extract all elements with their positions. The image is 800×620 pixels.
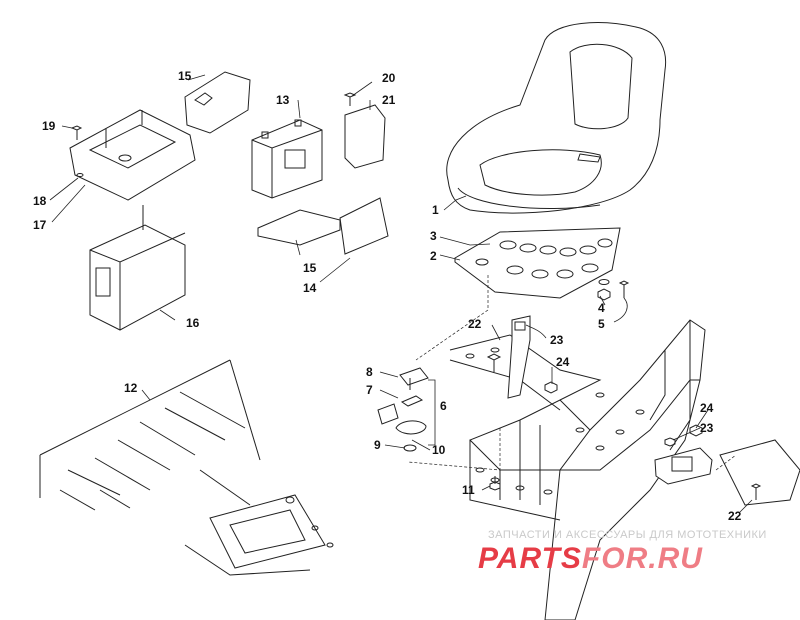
latch-assembly [377, 367, 429, 452]
callout-15-top: 15 [178, 69, 192, 83]
callout-16: 16 [186, 316, 200, 330]
battery-box-16 [89, 205, 186, 331]
watermark-logo-right: FOR.RU [582, 542, 703, 575]
callout-10: 10 [432, 443, 446, 457]
callout-7: 7 [366, 383, 373, 397]
callout-22-left: 22 [468, 317, 482, 331]
callout-14: 14 [303, 281, 317, 295]
pad-15-bottom [257, 209, 341, 246]
callout-19: 19 [42, 119, 56, 133]
tool-kit-12 [39, 359, 334, 576]
callout-22-right: 22 [728, 509, 742, 523]
callout-2: 2 [430, 249, 437, 263]
callout-17: 17 [33, 218, 47, 232]
callout-21: 21 [382, 93, 396, 107]
dashed-guides [407, 275, 737, 471]
plate-14 [339, 197, 389, 255]
seat-belt-right [654, 424, 800, 506]
callout-24-left: 24 [556, 355, 570, 369]
callout-11: 11 [462, 483, 475, 497]
callout-8: 8 [366, 365, 373, 379]
bolt-5 [618, 280, 630, 298]
bracket-6 [428, 379, 436, 446]
callout-13: 13 [276, 93, 290, 107]
watermark-tagline: ЗАПЧАСТИ И АКСЕССУАРЫ ДЛЯ МОТОТЕХНИКИ [488, 529, 767, 541]
callout-numbers: 1 2 3 4 5 6 7 8 9 10 11 12 13 14 15 15 1… [33, 69, 742, 523]
callout-23-right: 23 [700, 421, 714, 435]
callout-4: 4 [598, 301, 605, 315]
battery-tray [69, 109, 196, 201]
callout-15-bottom: 15 [303, 261, 317, 275]
callout-5: 5 [598, 317, 605, 331]
frame-part [449, 319, 706, 620]
nut-washer-4 [597, 279, 611, 301]
seat-part [446, 22, 667, 214]
callout-18: 18 [33, 194, 47, 208]
bracket-21 [343, 92, 386, 169]
callout-20: 20 [382, 71, 396, 85]
leader-lines [49, 74, 753, 513]
watermark: ЗАПЧАСТИ И АКСЕССУАРЫ ДЛЯ МОТОТЕХНИКИ PA… [478, 529, 767, 575]
callout-6: 6 [440, 399, 447, 413]
bolt-11 [489, 476, 501, 491]
watermark-logo-left: PARTS [478, 542, 582, 575]
callout-3: 3 [430, 229, 437, 243]
seat-belt-buckle-left [486, 315, 558, 399]
callout-23-left: 23 [550, 333, 564, 347]
callout-9: 9 [374, 438, 381, 452]
seat-base-plate [454, 227, 621, 299]
callout-12: 12 [124, 381, 138, 395]
watermark-logo: PARTSFOR.RU [478, 542, 703, 575]
callout-24-right: 24 [700, 401, 714, 415]
battery-13 [251, 119, 323, 199]
pad-15-top [184, 71, 251, 134]
callout-1: 1 [432, 203, 439, 217]
